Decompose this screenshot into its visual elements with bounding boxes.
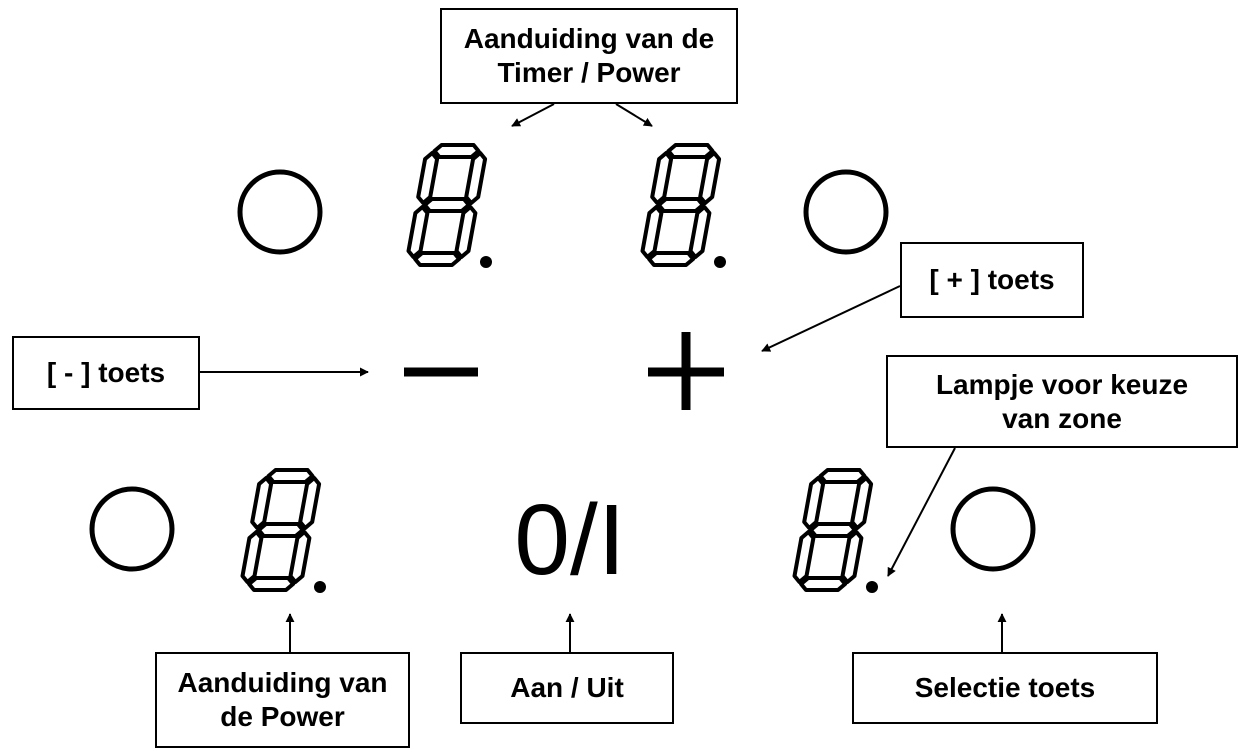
- arrow-zone-lamp: [887, 447, 956, 577]
- arrow-plus: [761, 285, 901, 352]
- callout-select-key: Selectie toets: [852, 652, 1158, 724]
- callout-timer-power: Aanduiding van de Timer / Power: [440, 8, 738, 104]
- timer-display-right-icon: [640, 143, 726, 268]
- callout-plus-key: [ + ] toets: [900, 242, 1084, 318]
- callout-plus-key-text: [ + ] toets: [929, 264, 1055, 295]
- arrow-timer-left: [511, 103, 555, 127]
- timer-display-left-icon: [406, 143, 492, 268]
- power-display-left-icon: [240, 468, 326, 593]
- callout-on-off-text: Aan / Uit: [510, 672, 624, 703]
- callout-zone-lamp: Lampje voor keuze van zone: [886, 355, 1238, 448]
- callout-power-display-line1: Aanduiding van: [177, 667, 388, 698]
- callout-zone-lamp-line1: Lampje voor keuze: [935, 368, 1189, 400]
- callout-minus-key-text: [ - ] toets: [46, 357, 166, 388]
- arrow-timer-right: [615, 103, 653, 127]
- zone-indicator-bottom-left-icon: [89, 486, 175, 572]
- callout-on-off: Aan / Uit: [460, 652, 674, 724]
- callout-minus-key: [ - ] toets: [12, 336, 200, 410]
- zone-indicator-bottom-right-icon: [950, 486, 1036, 572]
- power-display-right-icon: [792, 468, 878, 593]
- zone-indicator-top-right-icon: [803, 169, 889, 255]
- callout-timer-power-line2: Timer / Power: [497, 57, 681, 88]
- callout-power-display: Aanduiding van de Power: [155, 652, 410, 748]
- callout-power-display-line2: de Power: [220, 701, 345, 732]
- callout-zone-lamp-line2: van zone: [1002, 402, 1122, 434]
- on-off-key-label[interactable]: 0/I: [514, 484, 626, 596]
- callout-timer-power-line1: Aanduiding van de: [463, 23, 715, 54]
- plus-icon[interactable]: [648, 332, 724, 410]
- callout-select-key-text: Selectie toets: [914, 672, 1096, 703]
- zone-indicator-top-left-icon: [237, 169, 323, 255]
